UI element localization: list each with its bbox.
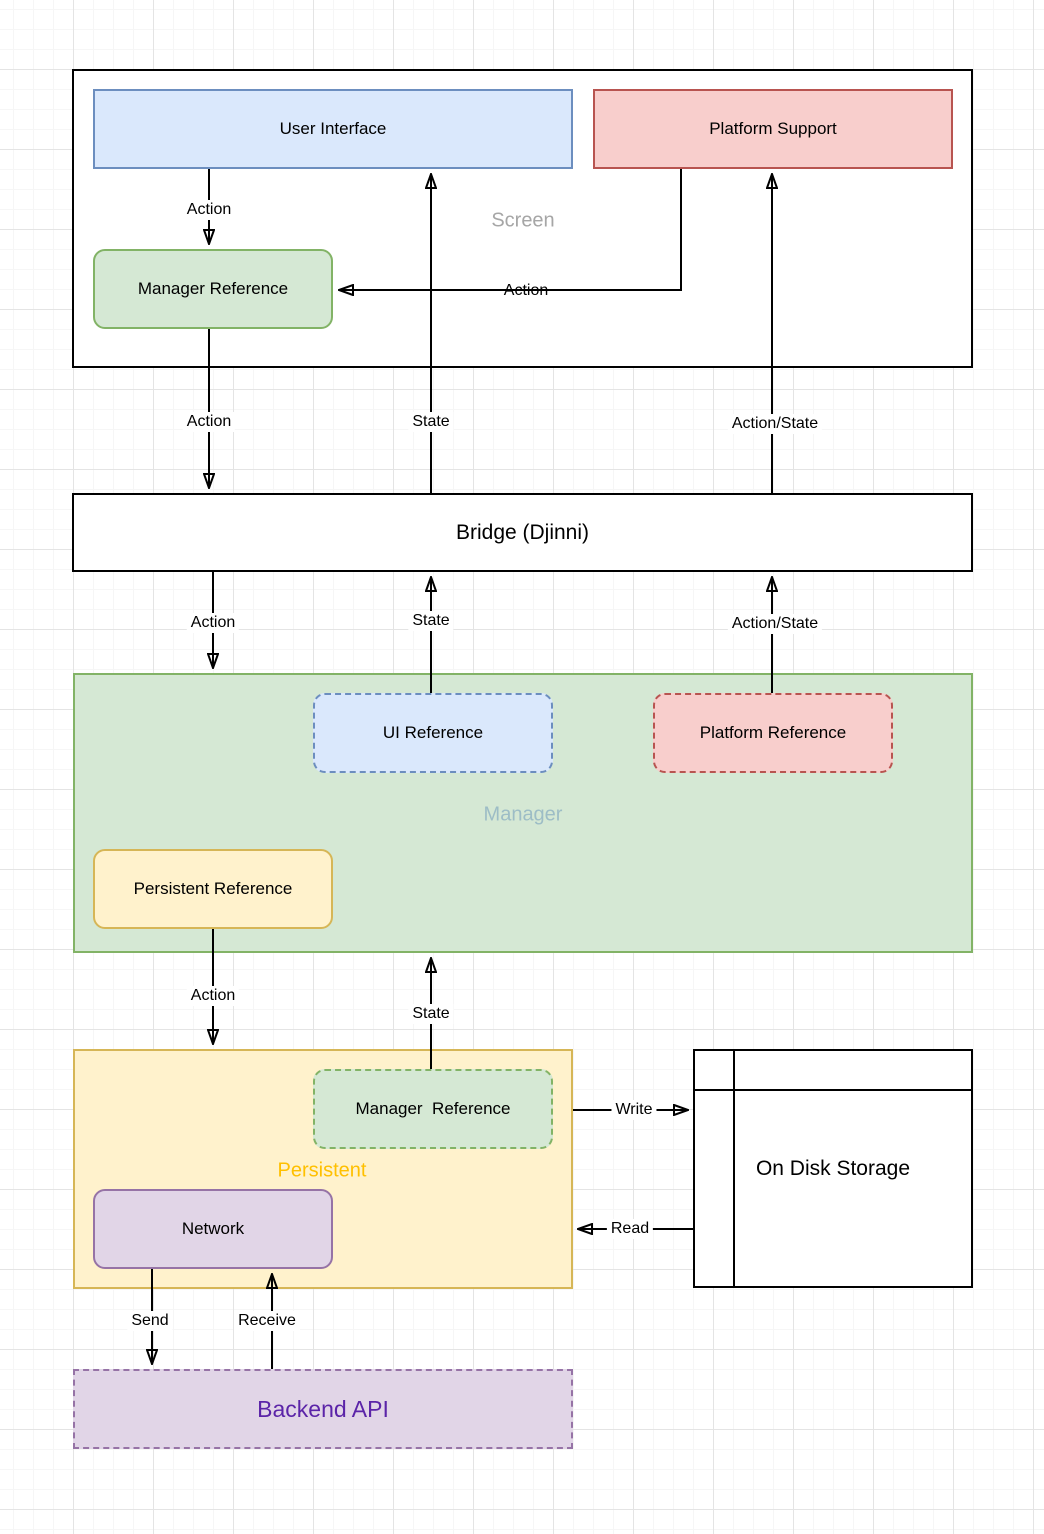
edge-label-manager-actionstate: Action/State xyxy=(727,614,823,634)
backend-api-label: Backend API xyxy=(257,1395,389,1422)
edge-label-manager-state-up: State xyxy=(408,611,454,631)
backend-api-node: Backend API xyxy=(73,1369,573,1449)
platform-reference-label: Platform Reference xyxy=(699,723,847,742)
bridge-label: Bridge (Djinni) xyxy=(455,520,590,544)
edge-label-send: Send xyxy=(127,1311,173,1331)
platform-support-label: Platform Support xyxy=(709,119,837,138)
bridge-node: Bridge (Djinni) xyxy=(72,493,973,572)
on-disk-storage-label: On Disk Storage xyxy=(755,1156,911,1180)
user-interface-label: User Interface xyxy=(279,119,387,138)
ui-reference-label: UI Reference xyxy=(382,723,484,742)
edge-label-screen-actionstate: Action/State xyxy=(727,414,823,434)
edge-label-bridge-state-up: State xyxy=(408,412,454,432)
manager-zone-label: Manager xyxy=(483,803,563,826)
edge-label-read: Read xyxy=(606,1219,654,1239)
ondisk-top-row-divider xyxy=(695,1089,971,1091)
network-node: Network xyxy=(93,1189,333,1269)
manager-reference-persistent-label: Manager Reference xyxy=(355,1099,511,1118)
persistent-reference-label: Persistent Reference xyxy=(133,879,293,898)
edge-label-screen-action-down: Action xyxy=(182,412,236,432)
network-label: Network xyxy=(181,1219,245,1238)
edge-label-receive: Receive xyxy=(234,1311,300,1331)
edge-label-ui-action: Action xyxy=(182,200,236,220)
ondisk-left-column-divider xyxy=(733,1051,735,1286)
persistent-zone-label: Persistent xyxy=(277,1159,367,1182)
ui-reference-node: UI Reference xyxy=(313,693,553,773)
edge-label-persistent-action-down: Action xyxy=(186,986,240,1006)
manager-reference-screen-node: Manager Reference xyxy=(93,249,333,329)
on-disk-storage-node: On Disk Storage xyxy=(693,1049,973,1288)
platform-support-node: Platform Support xyxy=(593,89,953,169)
screen-zone-label: Screen xyxy=(491,209,555,232)
edge-label-bridge-action-down: Action xyxy=(186,613,240,633)
persistent-reference-node: Persistent Reference xyxy=(93,849,333,929)
manager-reference-persistent-node: Manager Reference xyxy=(313,1069,553,1149)
edge-label-platform-action: Action xyxy=(503,282,549,299)
user-interface-node: User Interface xyxy=(93,89,573,169)
platform-reference-node: Platform Reference xyxy=(653,693,893,773)
manager-reference-screen-label: Manager Reference xyxy=(137,279,289,298)
edge-label-persistent-state-up: State xyxy=(408,1004,454,1024)
edge-label-write: Write xyxy=(611,1100,657,1120)
